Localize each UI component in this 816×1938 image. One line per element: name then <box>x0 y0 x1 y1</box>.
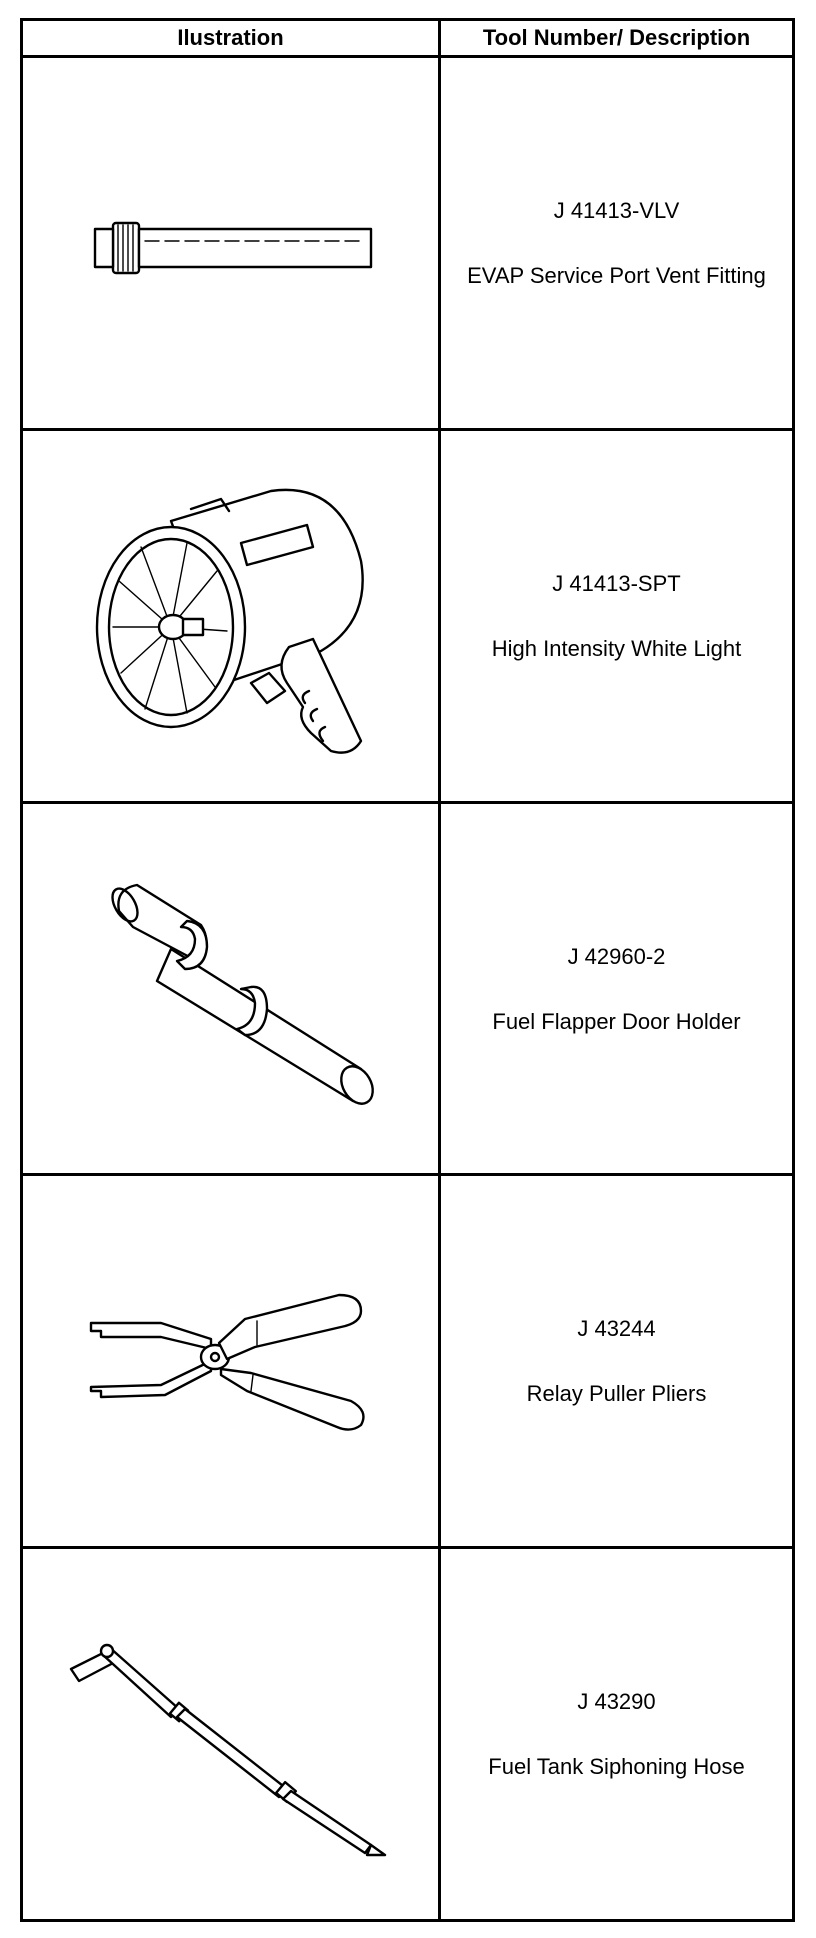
tool-description: EVAP Service Port Vent Fitting <box>467 263 766 289</box>
table-row: J 41413-VLV EVAP Service Port Vent Fitti… <box>20 55 795 431</box>
tool-info-cell: J 41413-VLV EVAP Service Port Vent Fitti… <box>438 55 795 431</box>
tool-number: J 41413-VLV <box>553 198 680 224</box>
siphon-hose-icon <box>69 1643 386 1857</box>
tool-info-cell: J 43290 Fuel Tank Siphoning Hose <box>438 1546 795 1922</box>
tool-info-cell: J 41413-SPT High Intensity White Light <box>438 427 795 804</box>
illustration-cell <box>20 427 441 804</box>
special-tools-table: Ilustration Tool Number/ Description J 4… <box>20 17 795 1922</box>
tool-description: Relay Puller Pliers <box>526 1381 707 1407</box>
illustration-header: Ilustration <box>20 17 441 59</box>
tool-number: J 41413-SPT <box>552 570 681 596</box>
illustration-cell <box>20 1173 441 1550</box>
tool-info-cell: J 43244 Relay Puller Pliers <box>438 1173 795 1550</box>
table-row: J 43290 Fuel Tank Siphoning Hose <box>20 1546 795 1922</box>
tool-info-cell: J 42960-2 Fuel Flapper Door Holder <box>438 800 795 1177</box>
illustration-cell <box>20 1546 441 1922</box>
table-row: J 41413-SPT High Intensity White Light <box>20 427 795 804</box>
table-header-row: Ilustration Tool Number/ Description <box>20 17 795 59</box>
door-holder-icon <box>110 883 374 1105</box>
tool-number-header: Tool Number/ Description <box>438 17 795 59</box>
illustration-cell <box>20 800 441 1177</box>
illustration-cell <box>20 55 441 431</box>
vent-fitting-icon <box>93 221 372 275</box>
spotlight-icon <box>95 488 364 754</box>
tool-number: J 42960-2 <box>567 943 666 969</box>
pliers-icon <box>89 1294 365 1432</box>
tool-description: Fuel Flapper Door Holder <box>492 1008 741 1034</box>
tool-number: J 43244 <box>577 1316 656 1342</box>
tool-number: J 43290 <box>577 1689 656 1715</box>
table-row: J 43244 Relay Puller Pliers <box>20 1173 795 1550</box>
table-row: J 42960-2 Fuel Flapper Door Holder <box>20 800 795 1177</box>
tool-description: High Intensity White Light <box>491 635 742 661</box>
tool-description: Fuel Tank Siphoning Hose <box>488 1754 745 1780</box>
